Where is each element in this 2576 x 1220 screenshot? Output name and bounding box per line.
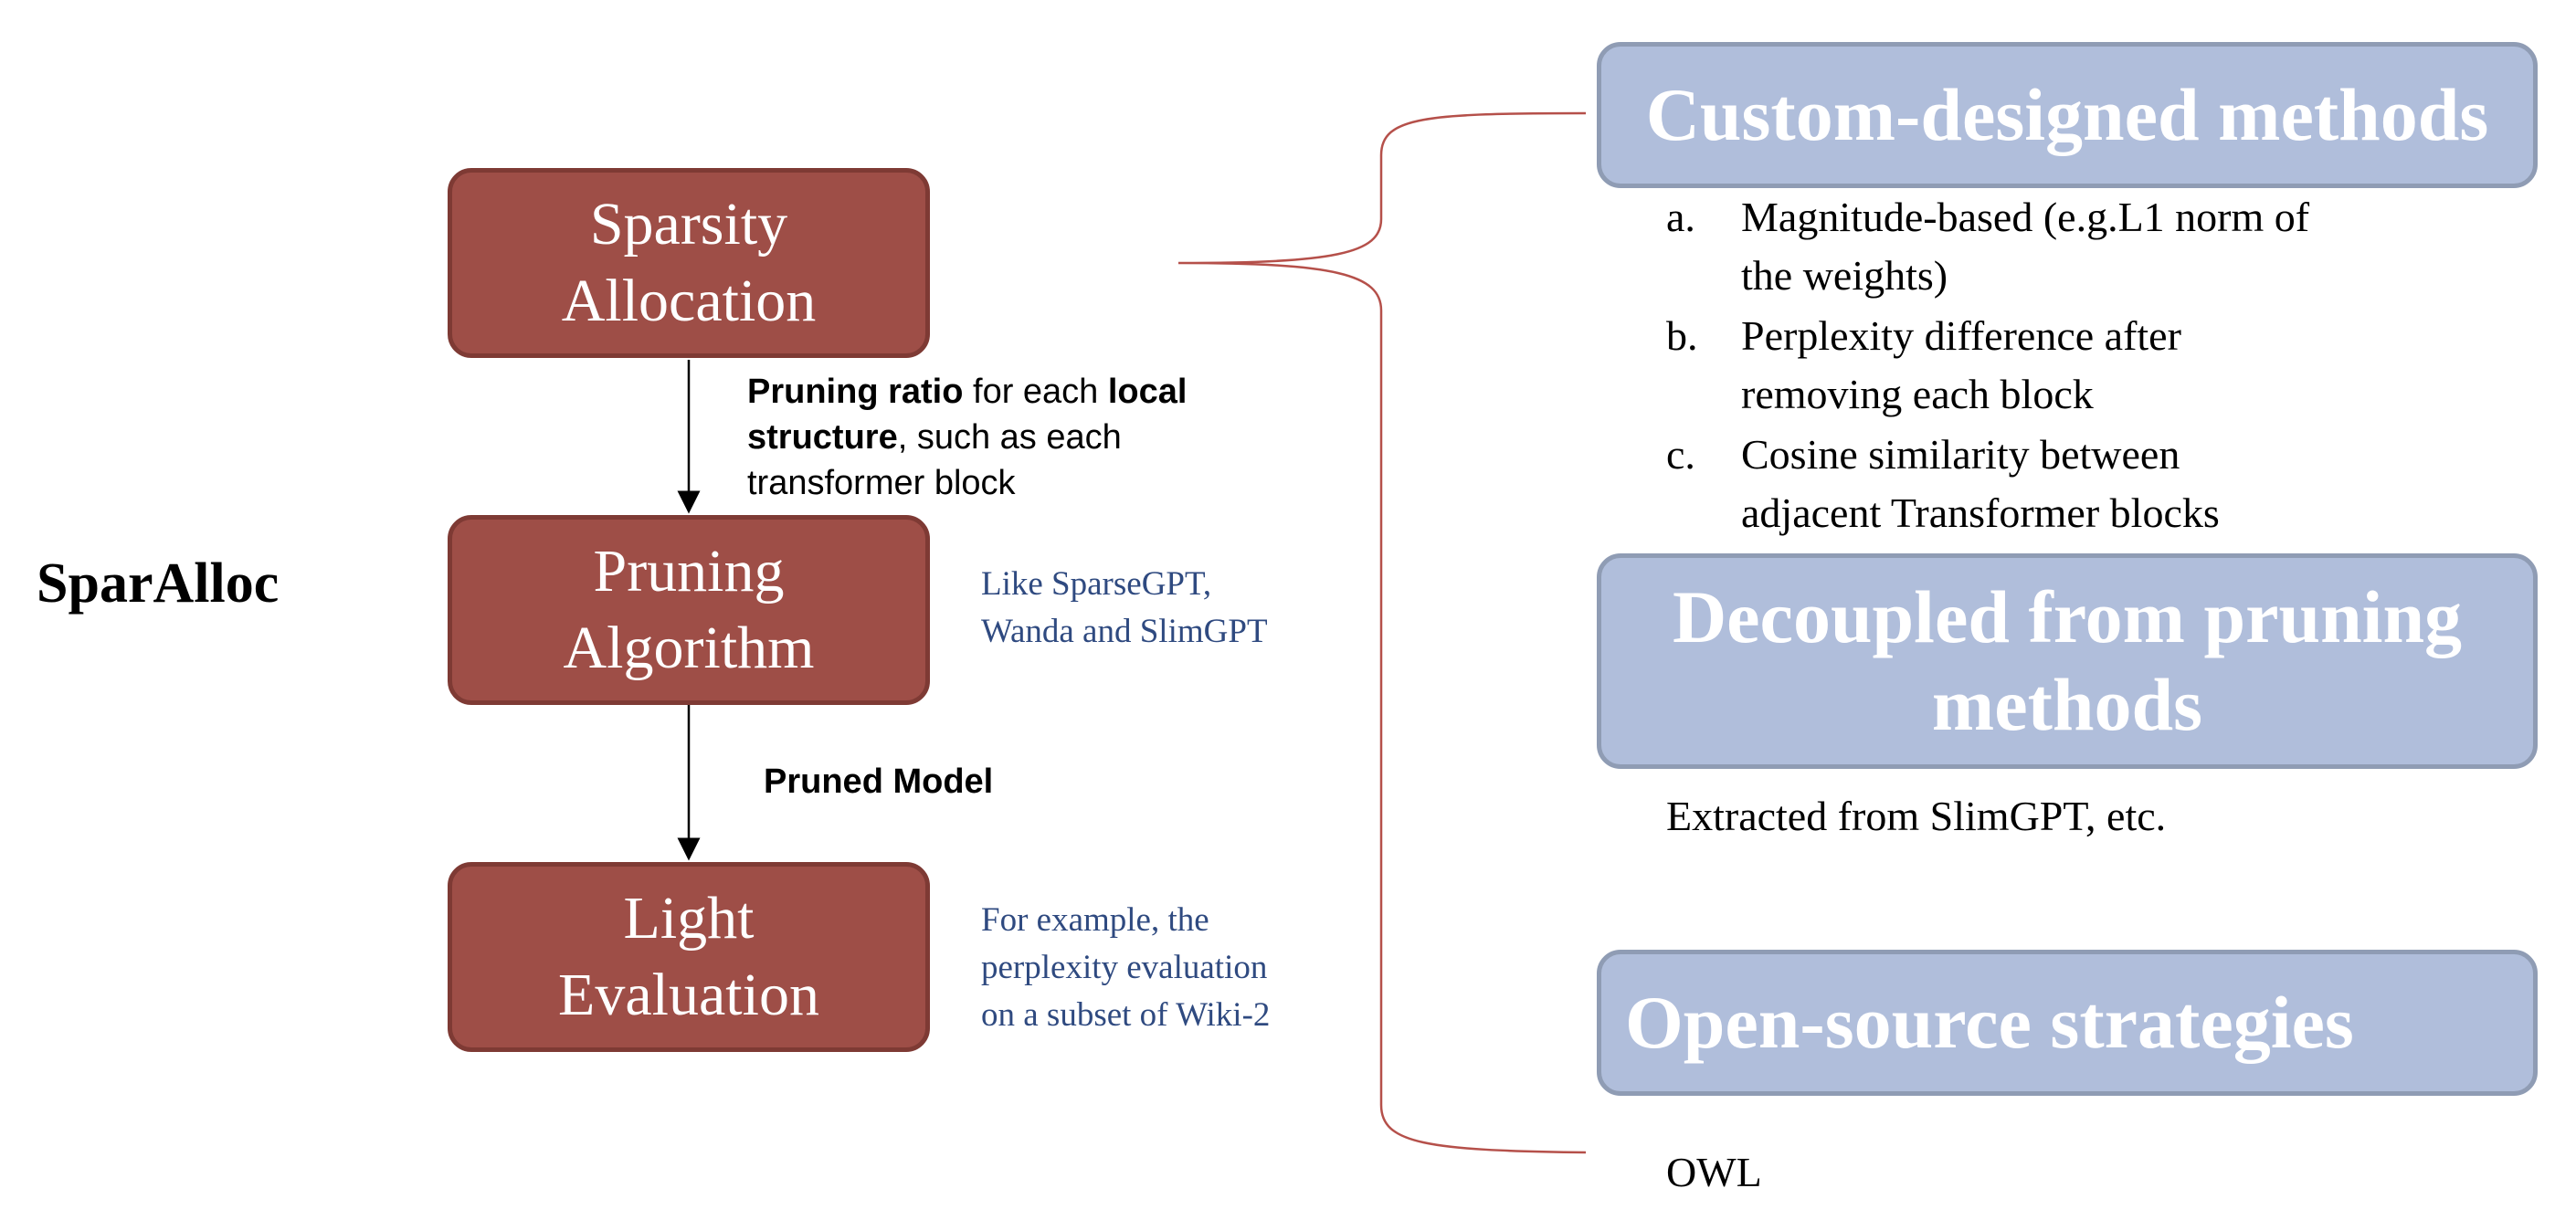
list-item-line: Cosine similarity between — [1741, 431, 2180, 478]
list-item: c. Cosine similarity between adjacent Tr… — [1666, 426, 2309, 542]
category-custom-designed: Custom-designed methods — [1597, 42, 2538, 188]
edge-label-text: , such as each transformer block — [747, 418, 1122, 502]
stage-label-line: Algorithm — [563, 615, 815, 681]
note-line: Like SparseGPT, — [981, 565, 1212, 603]
category-open-source: Open-source strategies — [1597, 950, 2538, 1096]
stage-pruning-algorithm: Pruning Algorithm — [448, 515, 930, 705]
edge-label-bold: local structure — [747, 373, 1188, 457]
decoupled-text: Extracted from SlimGPT, etc. — [1666, 793, 2167, 839]
list-item: b. Perplexity difference after removing … — [1666, 307, 2309, 424]
note-line: For example, the — [981, 901, 1209, 939]
stage-label-line: Evaluation — [558, 962, 819, 1028]
stage-sparsity-allocation: Sparsity Allocation — [448, 168, 930, 358]
list-marker: a. — [1666, 194, 1695, 240]
list-marker: c. — [1666, 431, 1695, 478]
stage-light-evaluation: Light Evaluation — [448, 862, 930, 1052]
edge-label-pruned-model: Pruned Model — [764, 762, 994, 801]
edge-label-pruning-ratio: Pruning ratio for each local structure, … — [747, 369, 1259, 506]
category-title-line: Decoupled from pruning — [1672, 575, 2463, 658]
note-evaluation-example: For example, the perplexity evaluation o… — [981, 897, 1270, 1039]
stage-label-line: Allocation — [561, 268, 817, 334]
category-decoupled: Decoupled from pruning methods — [1597, 553, 2538, 769]
list-item-line: Magnitude-based (e.g.L1 norm of — [1741, 194, 2310, 240]
stage-label-line: Light — [623, 885, 755, 952]
list-marker: b. — [1666, 312, 1698, 359]
note-line: perplexity evaluation — [981, 949, 1268, 986]
edge-label-bold: Pruning ratio — [747, 373, 964, 411]
list-item-line: removing each block — [1741, 371, 2094, 417]
open-source-text: OWL — [1666, 1149, 1762, 1195]
note-pruning-examples: Like SparseGPT, Wanda and SlimGPT — [981, 561, 1268, 656]
stage-label-line: Sparsity — [589, 191, 788, 258]
note-line: Wanda and SlimGPT — [981, 613, 1268, 650]
stage-label-line: Pruning — [593, 538, 785, 605]
list-item-line: adjacent Transformer blocks — [1741, 489, 2220, 536]
curly-brace — [1177, 111, 1587, 1154]
diagram-title: SparAlloc — [37, 552, 280, 615]
edge-label-text: for each — [963, 373, 1108, 411]
category-title-line: methods — [1931, 663, 2203, 746]
note-line: on a subset of Wiki-2 — [981, 996, 1271, 1034]
custom-methods-list: a. Magnitude-based (e.g.L1 norm of the w… — [1666, 188, 2309, 544]
list-item-line: Perplexity difference after — [1741, 312, 2181, 359]
list-item-line: the weights) — [1741, 252, 1948, 299]
category-title-line: Open-source strategies — [1625, 981, 2354, 1064]
list-item: a. Magnitude-based (e.g.L1 norm of the w… — [1666, 188, 2309, 305]
category-title-line: Custom-designed methods — [1645, 73, 2489, 156]
